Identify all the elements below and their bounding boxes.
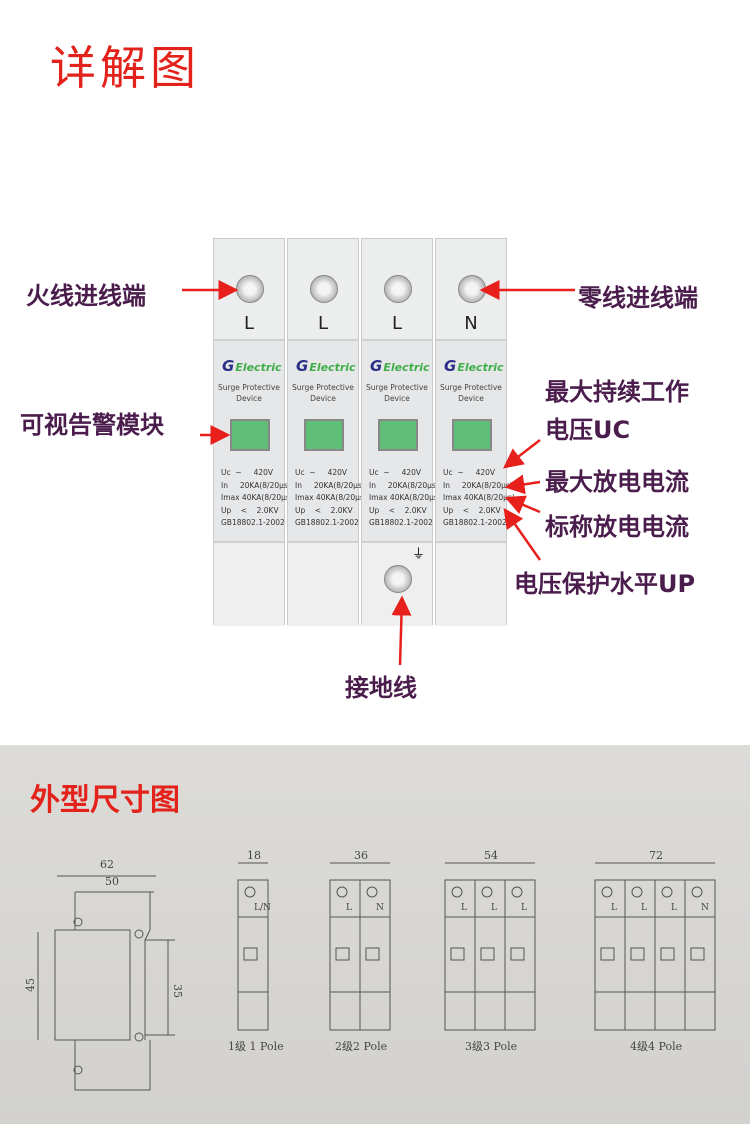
terminal-label: L bbox=[317, 313, 329, 334]
label-indicator-module: 可视告警模块 bbox=[20, 411, 164, 439]
pole-terminal-label: L bbox=[346, 903, 352, 913]
pole-width: 54 bbox=[484, 849, 498, 862]
terminal-label: L bbox=[243, 313, 255, 334]
detail-title: 详解图 bbox=[50, 41, 200, 95]
indicator-window bbox=[452, 419, 492, 451]
brand-logo: GElectric bbox=[370, 357, 430, 375]
base-block bbox=[288, 541, 358, 626]
indicator-window bbox=[304, 419, 344, 451]
dim-62: 62 bbox=[100, 858, 114, 871]
terminal-label: N bbox=[464, 313, 478, 334]
pole-terminal-label: L bbox=[671, 903, 677, 913]
brand-logo: GElectric bbox=[296, 357, 356, 375]
indicator-window bbox=[378, 419, 418, 451]
label-ground: 接地线 bbox=[345, 674, 417, 702]
terminal-block: L bbox=[362, 239, 432, 341]
brand-logo: GElectric bbox=[444, 357, 504, 375]
dimension-title: 外型尺寸图 bbox=[30, 783, 180, 818]
arrow-in bbox=[504, 495, 541, 515]
brand-logo: GElectric bbox=[222, 357, 282, 375]
pole-drawing-1: 18L/N 1级 1 Pole bbox=[228, 849, 284, 1053]
pole-width: 72 bbox=[649, 849, 663, 862]
callout-arrows bbox=[182, 280, 575, 666]
base-block bbox=[214, 541, 284, 626]
terminal-label: L bbox=[391, 313, 403, 334]
pole-caption: 2级2 Pole bbox=[335, 1040, 387, 1053]
pole-caption: 3级3 Pole bbox=[465, 1040, 517, 1053]
pole-terminal-label: N bbox=[701, 903, 709, 913]
arrow-ground bbox=[391, 595, 412, 666]
pole-terminal-label: L bbox=[491, 903, 497, 913]
arrow-up bbox=[503, 507, 542, 561]
label-uc-line2: 电压UC bbox=[545, 416, 631, 444]
arrow-imax bbox=[504, 474, 541, 495]
side-view-drawing bbox=[37, 875, 175, 1091]
label-live-input: 火线进线端 bbox=[26, 282, 146, 310]
pole-width: 36 bbox=[354, 849, 368, 862]
pole-terminal-label: L/N bbox=[254, 903, 271, 913]
pole-width: 18 bbox=[247, 849, 261, 862]
dimension-drawing: 62 50 45 35 18L/N 1级 1 Pole 36L N 2级2 Pole 54… bbox=[24, 849, 716, 1091]
pole-terminal-label: L bbox=[521, 903, 527, 913]
label-imax: 最大放电电流 bbox=[545, 468, 689, 496]
base-block bbox=[436, 541, 506, 626]
ground-symbol-icon: ⏚ bbox=[412, 547, 426, 562]
label-in: 标称放电电流 bbox=[545, 513, 689, 541]
pole-terminal-label: L bbox=[461, 903, 467, 913]
label-neutral-input: 零线进线端 bbox=[578, 284, 698, 312]
label-up: 电压保护水平UP bbox=[514, 570, 696, 598]
dim-45: 45 bbox=[24, 978, 37, 992]
pole-terminal-label: N bbox=[376, 903, 384, 913]
ground-screw-icon bbox=[384, 565, 412, 593]
terminal-block: L bbox=[288, 239, 358, 341]
pole-terminal-label: L bbox=[641, 903, 647, 913]
pole-drawing-2: 36L N 2级2 Pole bbox=[329, 849, 391, 1053]
arrow-uc bbox=[503, 439, 541, 469]
dim-50: 50 bbox=[105, 875, 119, 888]
terminal-screw-icon bbox=[236, 275, 264, 303]
pole-drawing-4: 72L L L N 4级4 Pole bbox=[594, 849, 716, 1053]
pole-caption: 4级4 Pole bbox=[630, 1040, 682, 1053]
pole-terminal-label: L bbox=[611, 903, 617, 913]
terminal-screw-icon bbox=[384, 275, 412, 303]
pole-caption: 1级 1 Pole bbox=[228, 1040, 284, 1053]
terminal-screw-icon bbox=[310, 275, 338, 303]
indicator-window bbox=[230, 419, 270, 451]
pole-drawing-3: 54L L L 3级3 Pole bbox=[444, 849, 536, 1053]
dim-35: 35 bbox=[171, 984, 184, 998]
label-uc-line1: 最大持续工作 bbox=[545, 378, 689, 406]
terminal-block: L bbox=[214, 239, 284, 341]
